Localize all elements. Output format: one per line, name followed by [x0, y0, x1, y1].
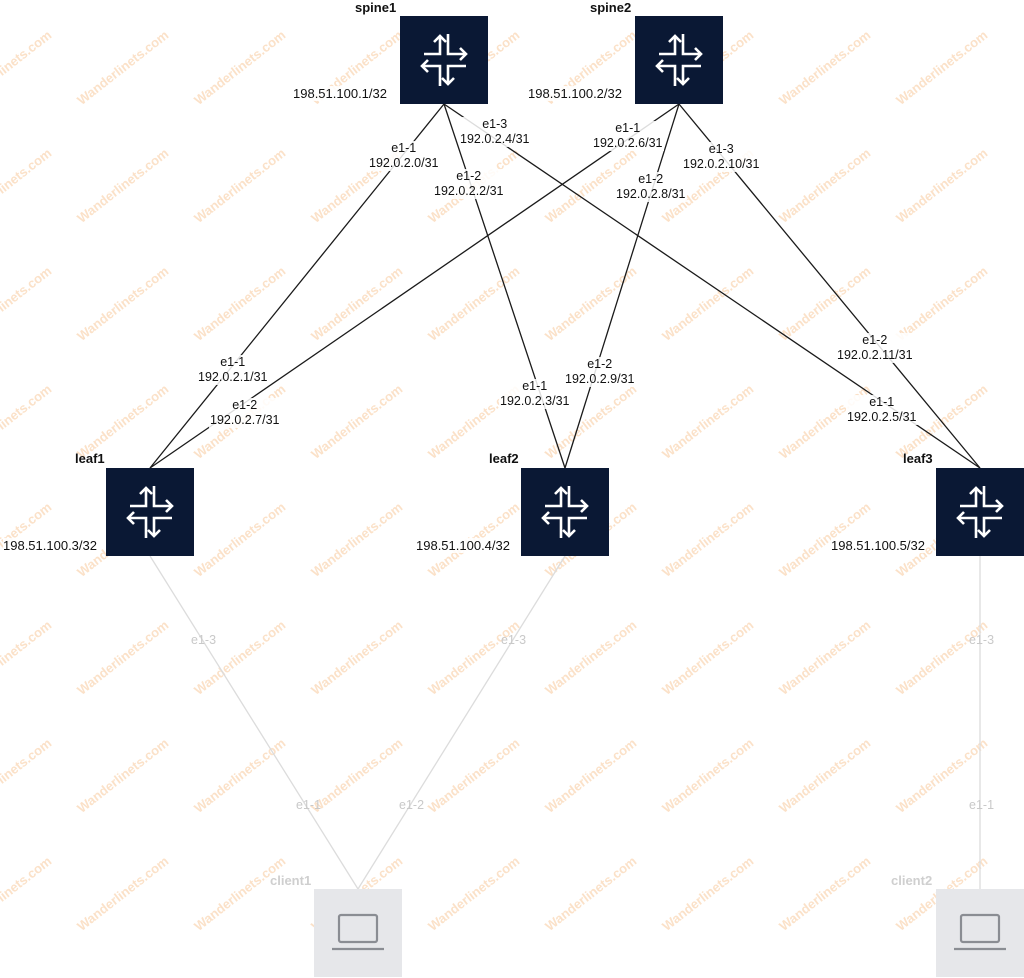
node-name: spine1 [355, 0, 397, 15]
router-icon [635, 16, 723, 104]
fabric-link-line [564, 103, 680, 469]
router-icon [400, 16, 488, 104]
router-icon [521, 468, 609, 556]
access-link-label: e1-3 [501, 633, 527, 647]
node-ip: 198.51.100.2/32 [528, 86, 622, 101]
node-name: leaf2 [489, 451, 519, 466]
access-link-line [357, 555, 566, 890]
node-name: leaf3 [903, 451, 933, 466]
laptop-icon [314, 889, 402, 977]
access-link-label: e1-1 [969, 798, 995, 812]
access-link-label: e1-1 [296, 798, 322, 812]
access-link-label: e1-3 [191, 633, 217, 647]
node-name: leaf1 [75, 451, 105, 466]
node-ip: 198.51.100.3/32 [3, 538, 97, 553]
node-ip: 198.51.100.1/32 [293, 86, 387, 101]
node-ip: 198.51.100.5/32 [831, 538, 925, 553]
access-link-label: e1-2 [399, 798, 425, 812]
access-link-label: e1-3 [969, 633, 995, 647]
router-icon [936, 468, 1024, 556]
node-name: spine2 [590, 0, 632, 15]
router-icon [106, 468, 194, 556]
node-ip: 198.51.100.4/32 [416, 538, 510, 553]
node-name: client1 [270, 873, 312, 888]
node-name: client2 [891, 873, 933, 888]
fabric-link-line [443, 103, 566, 469]
laptop-icon [936, 889, 1024, 977]
access-link-line [149, 555, 359, 890]
